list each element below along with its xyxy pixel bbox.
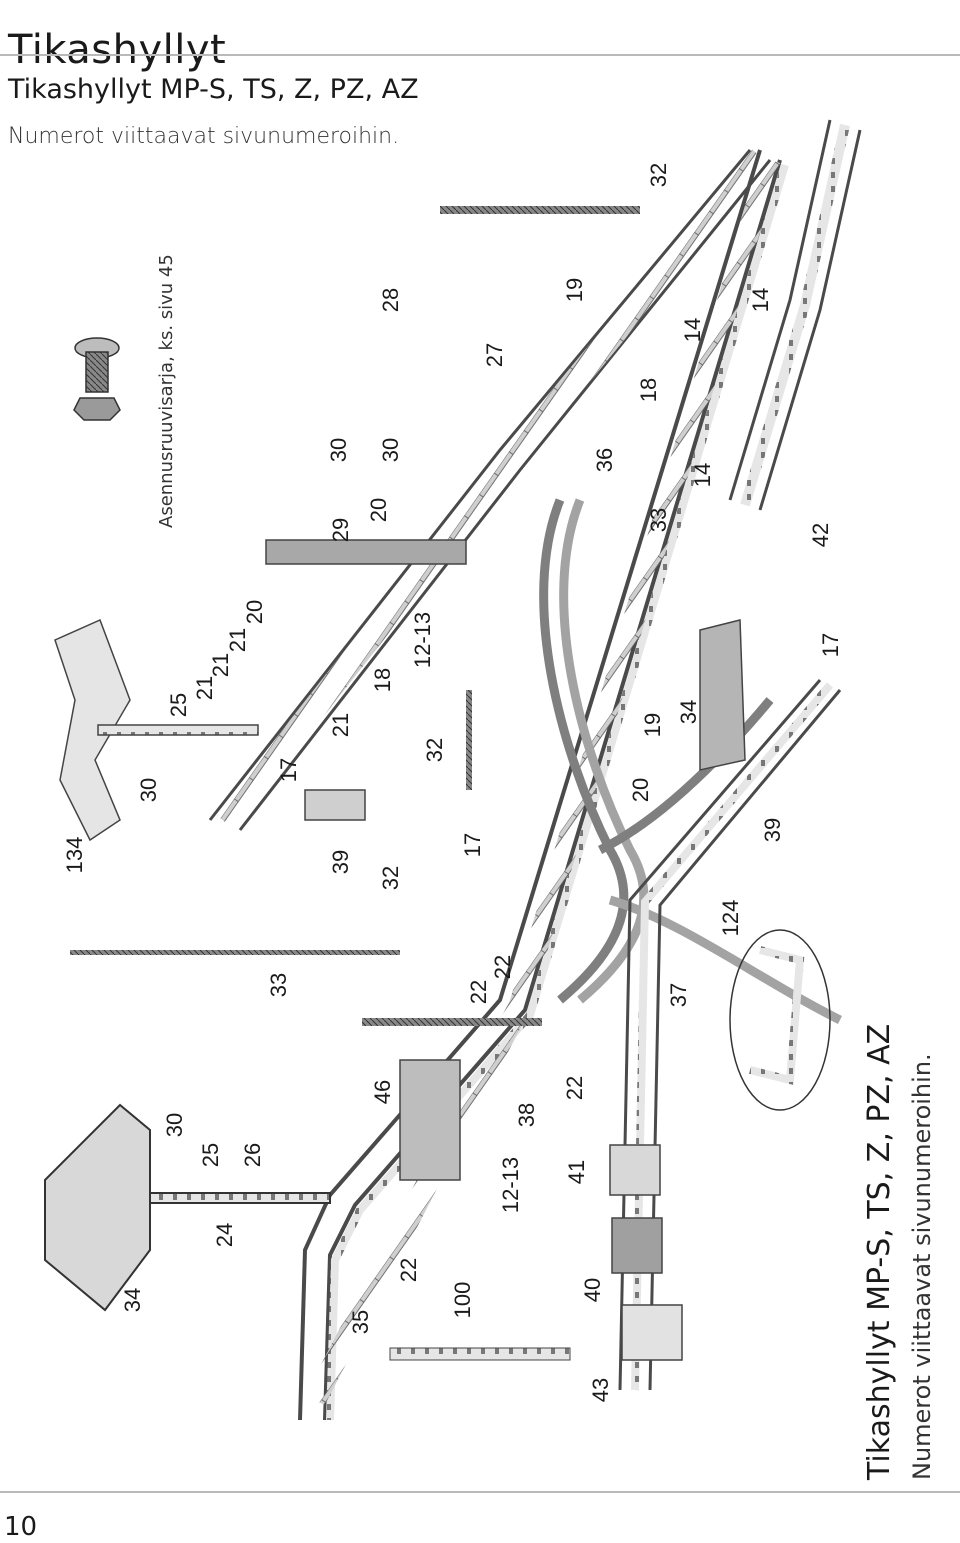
callout-6: 20 (242, 600, 267, 624)
callout-28: 34 (676, 700, 701, 724)
callout-17: 19 (562, 278, 587, 302)
page-title: Tikashyllyt (8, 26, 227, 73)
callout-27: 19 (640, 713, 665, 737)
header-divider (0, 54, 960, 56)
callout-33: 32 (378, 866, 403, 890)
callout-23: 14 (748, 288, 773, 312)
callout-50: 34 (120, 1288, 145, 1312)
callout-10: 12-13 (410, 612, 435, 668)
callout-52: 35 (348, 1310, 373, 1334)
callout-7: 17 (276, 758, 301, 782)
callout-42: 22 (562, 1076, 587, 1100)
callout-47: 41 (564, 1160, 589, 1184)
callout-21: 33 (646, 508, 671, 532)
i-beam (44, 1103, 331, 1312)
cross-fitting (539, 498, 843, 1025)
callout-38: 22 (466, 980, 491, 1004)
bolt-kit-icon (73, 337, 121, 421)
callout-49: 22 (396, 1258, 421, 1282)
callout-13: 30 (326, 438, 351, 462)
wall-brackets (265, 539, 746, 1361)
callout-26: 17 (818, 633, 843, 657)
rotated-note: Numerot viittaavat sivunumeroihin. (908, 1053, 936, 1480)
footer-divider (0, 1491, 960, 1493)
callout-1: 30 (136, 778, 161, 802)
page-subtitle: Tikashyllyt MP-S, TS, Z, PZ, AZ (8, 74, 419, 105)
callout-14: 30 (378, 438, 403, 462)
callout-12: 20 (366, 498, 391, 522)
callout-31: 32 (422, 738, 447, 762)
callout-24: 14 (690, 463, 715, 487)
callout-53: 100 (450, 1282, 475, 1319)
threaded-rods (70, 206, 640, 1026)
page-note: Numerot viittaavat sivunumeroihin. (8, 124, 400, 149)
callout-35: 124 (718, 900, 743, 937)
callout-3: 21 (192, 676, 217, 700)
callout-16: 27 (482, 343, 507, 367)
callout-39: 22 (490, 955, 515, 979)
callout-46: 12-13 (498, 1157, 523, 1213)
callout-54: 43 (588, 1378, 613, 1402)
callout-36: 37 (666, 983, 691, 1007)
perforated-strip (389, 1347, 571, 1361)
callout-22: 14 (680, 318, 705, 342)
callout-40: 46 (370, 1080, 395, 1104)
callout-20: 36 (592, 448, 617, 472)
callout-2: 25 (166, 693, 191, 717)
page-number: 10 (4, 1512, 38, 1542)
callout-45: 26 (240, 1143, 265, 1167)
main-ladder-run (298, 149, 789, 1421)
beam-clamp-top (54, 618, 259, 842)
callout-29: 20 (628, 778, 653, 802)
callout-9: 18 (370, 668, 395, 692)
callout-51: 40 (580, 1278, 605, 1302)
callout-41: 38 (514, 1103, 539, 1127)
callout-44: 25 (198, 1143, 223, 1167)
callout-25: 42 (808, 523, 833, 547)
callout-11: 29 (328, 518, 353, 542)
callout-4: 21 (208, 653, 233, 677)
callout-43: 30 (162, 1113, 187, 1137)
callout-19: 18 (636, 378, 661, 402)
perforated-trays (728, 119, 862, 511)
detail-magnifier (729, 929, 831, 1111)
callout-15: 28 (378, 288, 403, 312)
callout-0: 134 (62, 837, 87, 874)
callout-48: 24 (212, 1223, 237, 1247)
callout-18: 32 (646, 163, 671, 187)
callout-37: 33 (266, 973, 291, 997)
callout-5: 21 (225, 628, 250, 652)
callout-8: 21 (328, 713, 353, 737)
bolt-kit-reference: Asennusruuvisarja, ks. sivu 45 (156, 254, 177, 528)
callout-30: 39 (760, 818, 785, 842)
rotated-title: Tikashyllyt MP-S, TS, Z, PZ, AZ (862, 1023, 897, 1480)
callout-34: 17 (460, 833, 485, 857)
upper-ladder-section (208, 148, 772, 831)
callout-32: 39 (328, 850, 353, 874)
